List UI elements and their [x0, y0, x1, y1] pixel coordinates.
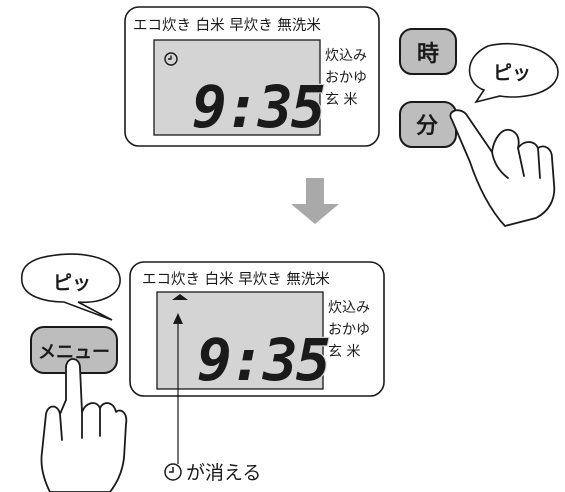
menu-label-okayu: おかゆ [328, 322, 370, 338]
beep-text: ピッ [493, 62, 531, 84]
menu-label-okayu: おかゆ [325, 70, 367, 86]
beep-text: ピッ [53, 272, 91, 294]
caption-text: が消える [186, 462, 261, 484]
control-panel-bottom: エコ炊き 白米 早炊き 無洗米 9:35 炊込み おかゆ 玄 米 [129, 261, 385, 397]
hand-icon [449, 109, 556, 227]
clock-icon [164, 463, 182, 481]
menu-line: エコ炊き 白米 早炊き 無洗米 [142, 271, 330, 288]
hour-button[interactable]: 時 [399, 28, 457, 75]
minute-button-label: 分 [416, 114, 438, 139]
beep-bubble-top: ピッ [468, 42, 559, 104]
pointer-arrow [173, 313, 183, 464]
menu-indicator-triangle [172, 294, 188, 300]
lcd-screen [153, 39, 321, 136]
hand-icon [40, 358, 128, 492]
time-display: 9:35 [192, 73, 324, 141]
down-arrow-icon [291, 178, 339, 224]
hour-button-label: 時 [417, 42, 439, 67]
menu-button-label: メニュー [38, 342, 110, 363]
menu-label-takikomi: 炊込み [325, 48, 367, 64]
lcd-screen [156, 291, 324, 390]
control-panel-top: エコ炊き 白米 早炊き 無洗米 9:35 炊込み おかゆ 玄 米 [124, 6, 380, 147]
minute-button[interactable]: 分 [399, 101, 457, 148]
caption: が消える [164, 462, 261, 484]
menu-label-genmai: 玄 米 [325, 91, 357, 108]
menu-line: エコ炊き 白米 早炊き 無洗米 [133, 17, 321, 34]
clock-icon [164, 52, 178, 66]
menu-label-takikomi: 炊込み [328, 300, 370, 316]
beep-bubble-bottom: ピッ [20, 253, 121, 321]
menu-label-genmai: 玄 米 [328, 343, 360, 360]
time-display: 9:35 [197, 326, 329, 394]
